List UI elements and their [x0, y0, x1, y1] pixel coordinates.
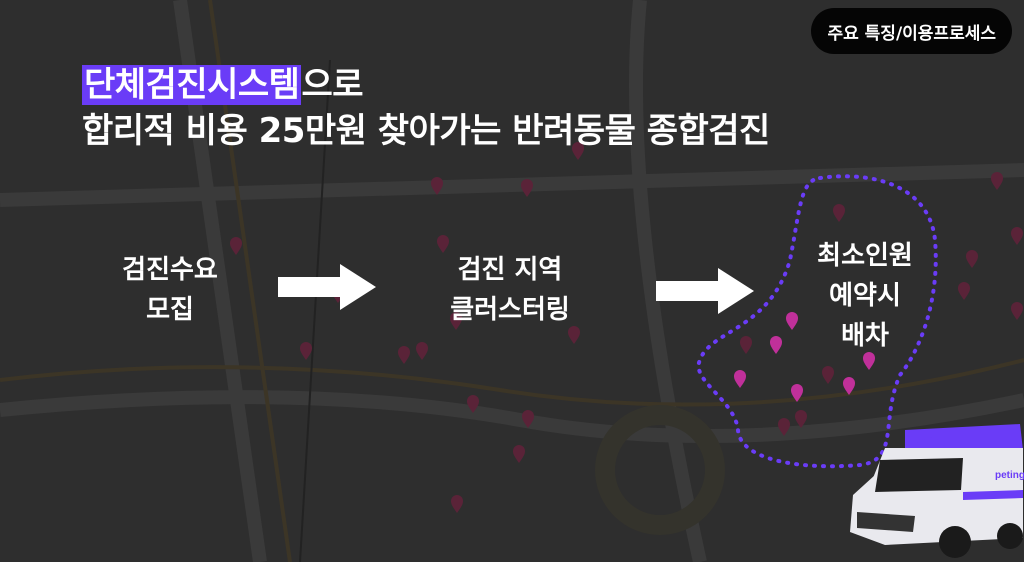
map-pin-icon — [740, 336, 752, 354]
map-pin-icon — [437, 235, 449, 253]
map-pin-icon — [416, 342, 428, 360]
map-pin-icon — [770, 336, 782, 354]
map-pin-icon — [451, 495, 463, 513]
svg-text:peting.: peting. — [995, 470, 1024, 481]
map-pin-icon — [734, 370, 746, 388]
map-pin-icon — [467, 395, 479, 413]
map-pin-icon — [1011, 302, 1023, 320]
peting-van-image: peting. peting. — [850, 424, 1024, 558]
map-pin-icon — [791, 384, 803, 402]
title-line1-rest: 으로 — [301, 65, 364, 105]
step-region-clustering: 검진 지역 클러스터링 — [420, 250, 600, 330]
map-pin-icon — [991, 172, 1003, 190]
map-pin-icon — [863, 352, 875, 370]
step-label: 예약시 — [829, 281, 901, 311]
cluster-outline — [696, 174, 938, 469]
map-pin-icon — [786, 312, 798, 330]
map-pin-icon — [1011, 227, 1023, 245]
map-pin-icon — [778, 418, 790, 436]
step-label: 클러스터링 — [450, 295, 570, 325]
step-label: 검진수요 — [122, 255, 218, 285]
map-pin-icon — [568, 326, 580, 344]
title-line2: 합리적 비용 25만원 찾아가는 반려동물 종합검진 — [82, 111, 770, 151]
map-pin-icon — [521, 179, 533, 197]
map-pin-icon — [966, 250, 978, 268]
map-pin-icon — [513, 445, 525, 463]
arrow-right-icon — [278, 264, 376, 310]
step-label: 최소인원 — [817, 241, 913, 271]
map-pin-icon — [300, 342, 312, 360]
map-pin-icon — [572, 142, 584, 160]
map-pin-icon — [833, 204, 845, 222]
step-dispatch: 최소인원 예약시 배차 — [785, 236, 945, 356]
page-title: 단체검진시스템으로 합리적 비용 25만원 찾아가는 반려동물 종합검진 — [82, 62, 770, 154]
step-label: 모집 — [146, 295, 194, 325]
map-pin-icon — [843, 377, 855, 395]
map-pin-icon — [958, 282, 970, 300]
title-highlight: 단체검진시스템 — [82, 65, 302, 105]
arrow-right-icon — [656, 268, 754, 314]
map-pin-icon — [398, 346, 410, 364]
step-demand-collection: 검진수요 모집 — [90, 250, 250, 330]
svg-text:peting.: peting. — [916, 436, 950, 447]
section-badge: 주요 특징/이용프로세스 — [811, 8, 1012, 54]
map-pin-icon — [450, 312, 462, 330]
map-pin-icon — [822, 366, 834, 384]
step-label: 검진 지역 — [457, 255, 563, 285]
map-pin-icon — [431, 177, 443, 195]
map-pin-icon — [230, 237, 242, 255]
map-pin-icon — [522, 410, 534, 428]
map-pin-icon — [795, 410, 807, 428]
step-label: 배차 — [841, 321, 889, 351]
